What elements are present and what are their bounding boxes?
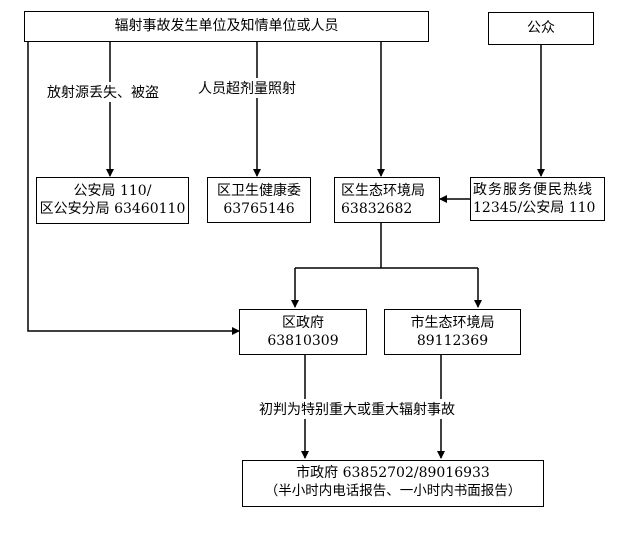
node-hotline-line2: 12345/公安局 110 [473,200,596,216]
node-city-gov: 市政府 63852702/89016933 （半小时内电话报告、一小时内书面报告… [242,460,544,507]
node-district-gov-line2: 63810309 [267,333,339,349]
node-district-env-line2: 63832682 [341,201,413,217]
label-overdose: 人员超剂量照射 [198,78,296,98]
node-health-line1: 区卫生健康委 [217,183,301,199]
node-city-env-line1: 市生态环境局 [410,315,495,331]
node-police-line1: 公安局 110/ [73,183,152,199]
node-city-env: 市生态环境局 89112369 [384,309,521,355]
node-city-env-line2: 89112369 [416,333,489,349]
node-hotline-line1: 政务服务便民热线 [473,182,593,198]
node-health-line2: 63765146 [223,201,295,217]
node-public-text: 公众 [527,20,555,36]
node-hotline: 政务服务便民热线 12345/公安局 110 [470,177,605,221]
node-police: 公安局 110/ 区公安分局 63460110 [36,177,189,224]
node-district-gov: 区政府 63810309 [239,309,367,355]
node-district-gov-line1: 区政府 [282,315,324,331]
arrow-source-to-district-gov [27,42,240,335]
node-source-text: 辐射事故发生单位及知情单位或人员 [114,18,339,34]
node-city-gov-line2: （半小时内电话报告、一小时内书面报告） [264,483,522,499]
node-public: 公众 [488,12,594,45]
node-district-env: 区生态环境局 63832682 [334,177,440,223]
node-health: 区卫生健康委 63765146 [207,177,311,223]
node-police-line2: 区公安分局 63460110 [39,201,186,217]
label-lost-stolen: 放射源丢失、被盗 [47,82,159,102]
label-judgment: 初判为特别重大或重大辐射事故 [259,399,455,419]
node-source: 辐射事故发生单位及知情单位或人员 [24,11,429,42]
node-city-gov-line1: 市政府 63852702/89016933 [296,465,490,481]
node-district-env-line1: 区生态环境局 [341,183,425,199]
